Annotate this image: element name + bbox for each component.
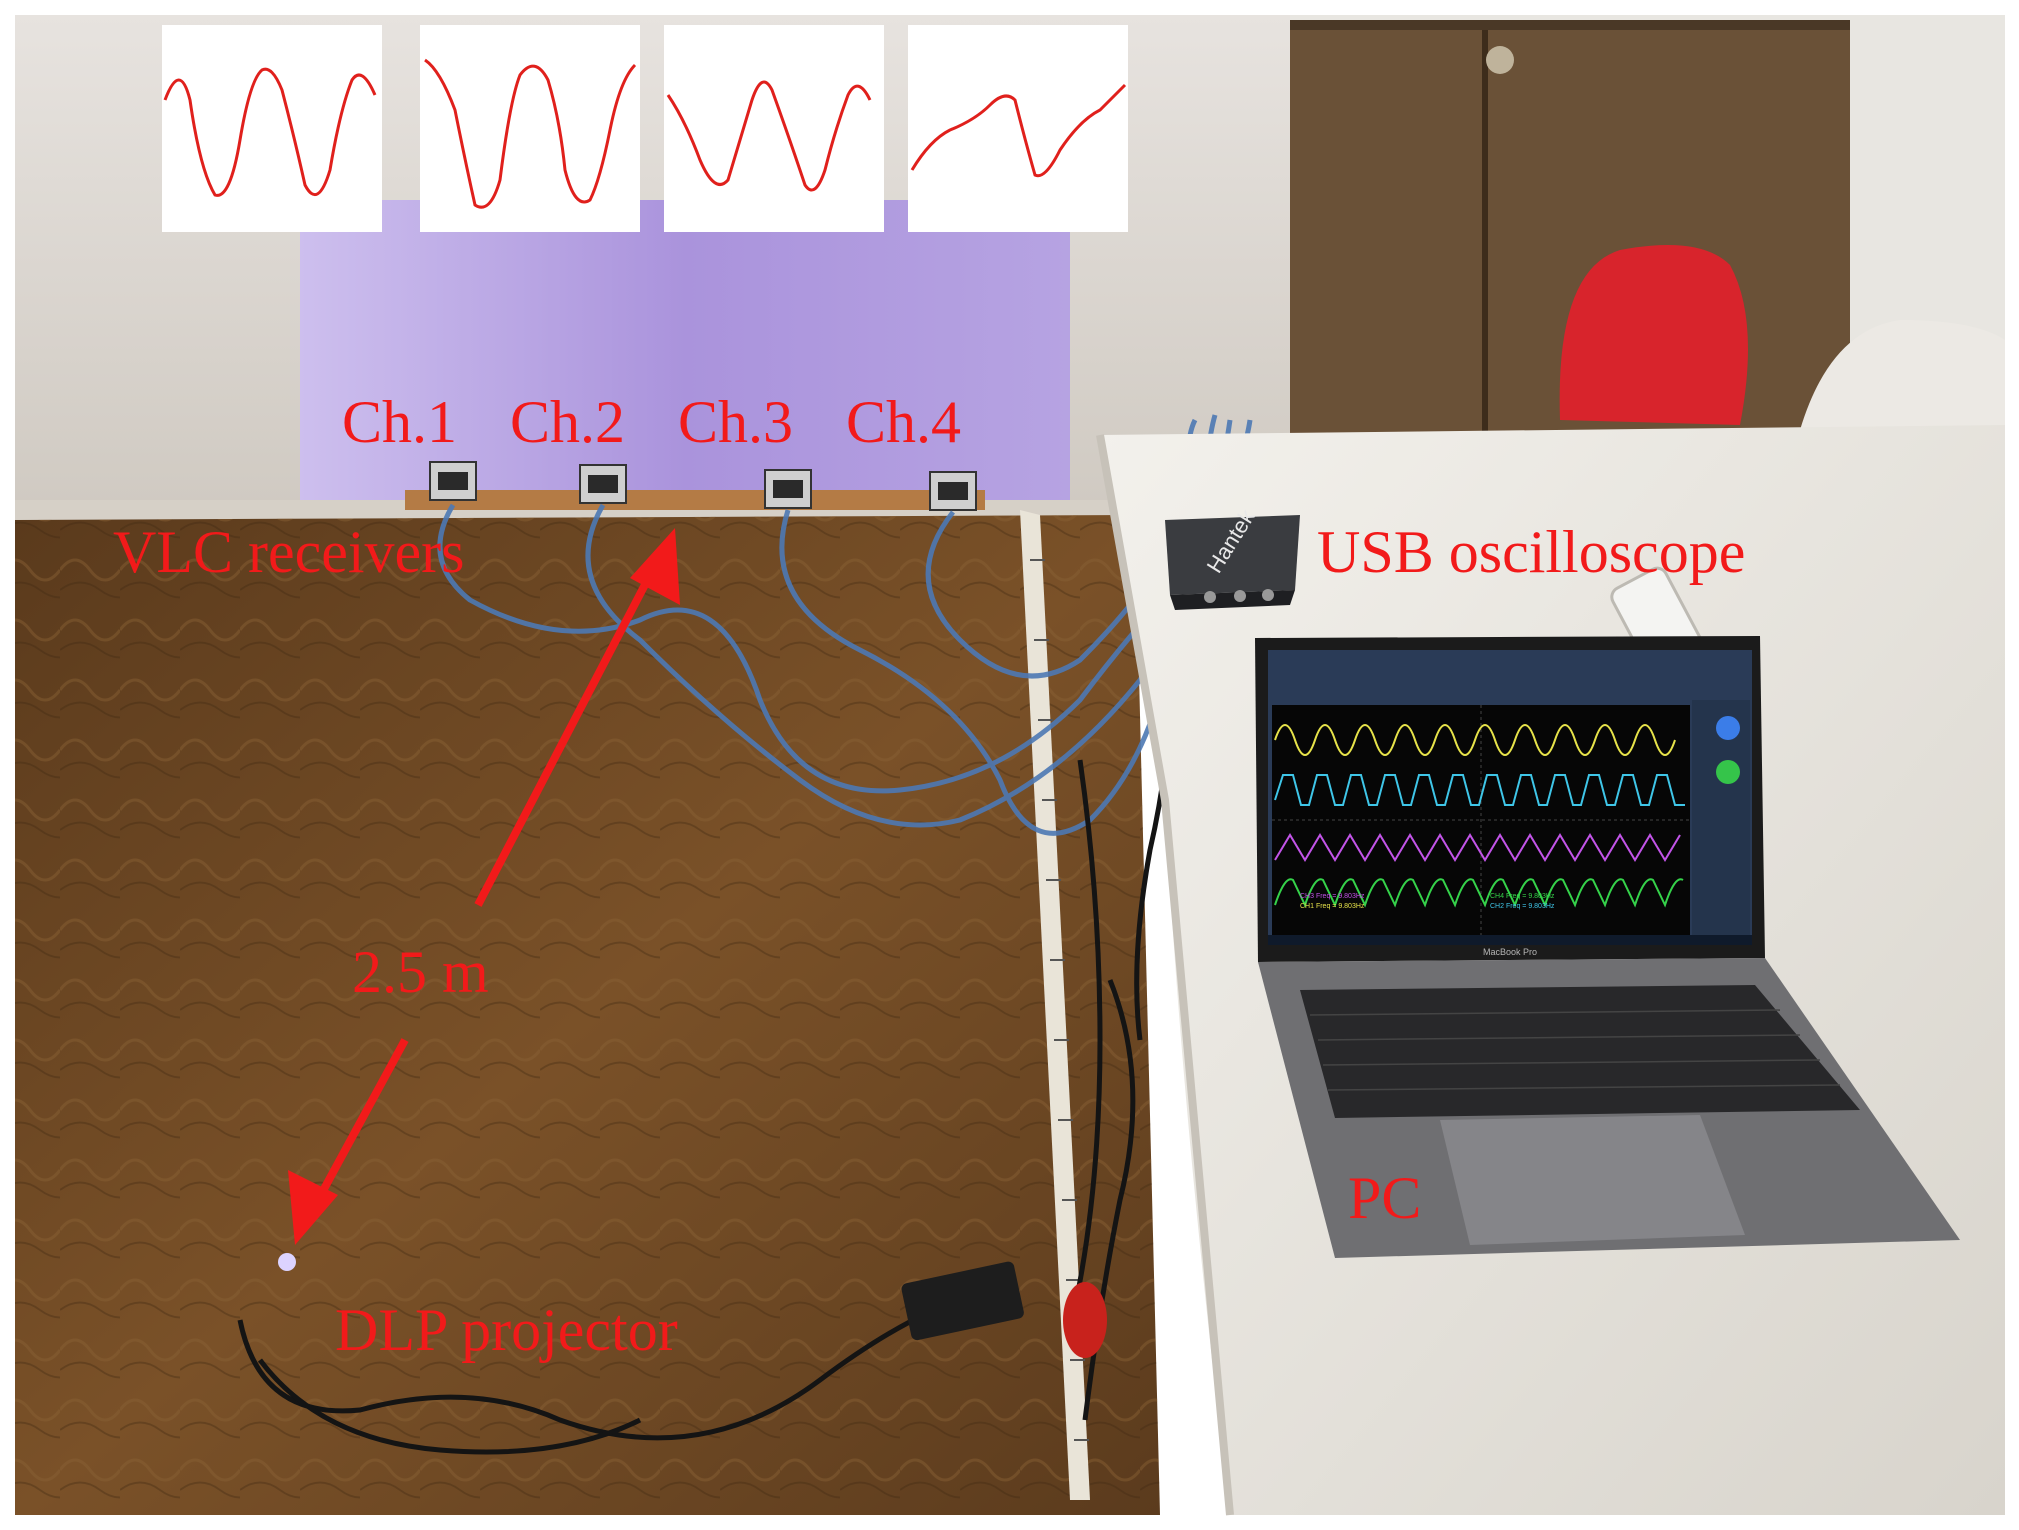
channel-label-3: Ch.3 — [678, 389, 794, 455]
keyboard-keys — [1309, 1009, 1841, 1091]
dlp-projector-device — [278, 1253, 296, 1271]
scope-trace-ch3 — [1274, 833, 1681, 862]
scope-freq-label-3: CH4 Freq = 9.803Hz — [1490, 893, 1555, 900]
waveform-inset-ch4 — [908, 25, 1128, 232]
projection-area — [300, 200, 1070, 510]
usb-oscilloscope-device: Hantek — [1165, 504, 1300, 610]
channel-label-4: Ch.4 — [846, 389, 962, 455]
pc-label: PC — [1348, 1165, 1422, 1231]
scope-freq-label-1: CH3 Freq = 9.803Hz — [1300, 893, 1365, 900]
scope-side-panel — [1692, 700, 1750, 940]
waveform-inset-ch1 — [162, 25, 382, 232]
scope-trace-ch1 — [1274, 724, 1676, 756]
door-frame-top — [1290, 20, 1850, 30]
waveform-inset-ch3 — [664, 25, 884, 232]
scope-freq-label-2: CH1 Freq = 9.803Hz — [1300, 903, 1365, 910]
vlc-receivers-label: VLC receivers — [113, 519, 465, 585]
channel-label-2: Ch.2 — [510, 389, 626, 455]
vlc-receiver-1 — [429, 461, 477, 501]
arrow-down-left-icon — [288, 1038, 409, 1245]
channel-label-1: Ch.1 — [342, 389, 458, 455]
door-knob — [1486, 46, 1514, 74]
scope-knob-green — [1716, 760, 1740, 784]
scope-trace-ch4 — [1274, 878, 1684, 908]
tape-reel — [1063, 1282, 1107, 1358]
waveform-inset-ch2 — [420, 25, 640, 232]
scope-trace-ch2 — [1274, 774, 1685, 806]
red-chair — [1559, 245, 1748, 425]
power-adapter — [901, 1261, 1024, 1341]
taskbar — [1268, 935, 1752, 945]
scope-knob-blue — [1716, 716, 1740, 740]
tape-ticks — [1030, 559, 1089, 1441]
vlc-receiver-3 — [764, 469, 812, 509]
receiver-mount-bar — [405, 490, 985, 510]
white-chair — [1800, 320, 2005, 430]
scope-freq-label-4: CH2 Freq = 9.803Hz — [1490, 903, 1555, 910]
distance-label: 2.5 m — [352, 939, 489, 1005]
measuring-tape — [1020, 510, 1090, 1500]
vlc-receiver-4 — [929, 471, 977, 511]
trackpad — [1440, 1115, 1745, 1245]
keyboard — [1300, 985, 1860, 1118]
vlc-receiver-2 — [579, 464, 627, 504]
arrow-up-right-icon — [474, 528, 680, 907]
scope-grid — [1272, 705, 1690, 935]
usb-oscilloscope-label: USB oscilloscope — [1317, 519, 1746, 585]
laptop-model-label: MacBook Pro — [1483, 947, 1537, 957]
dlp-projector-label: DLP projector — [335, 1297, 678, 1363]
laptop: CH3 Freq = 9.803Hz CH1 Freq = 9.803Hz CH… — [1255, 636, 1960, 1258]
table-edge — [1096, 434, 1234, 1516]
floor-texture — [15, 515, 1160, 1515]
